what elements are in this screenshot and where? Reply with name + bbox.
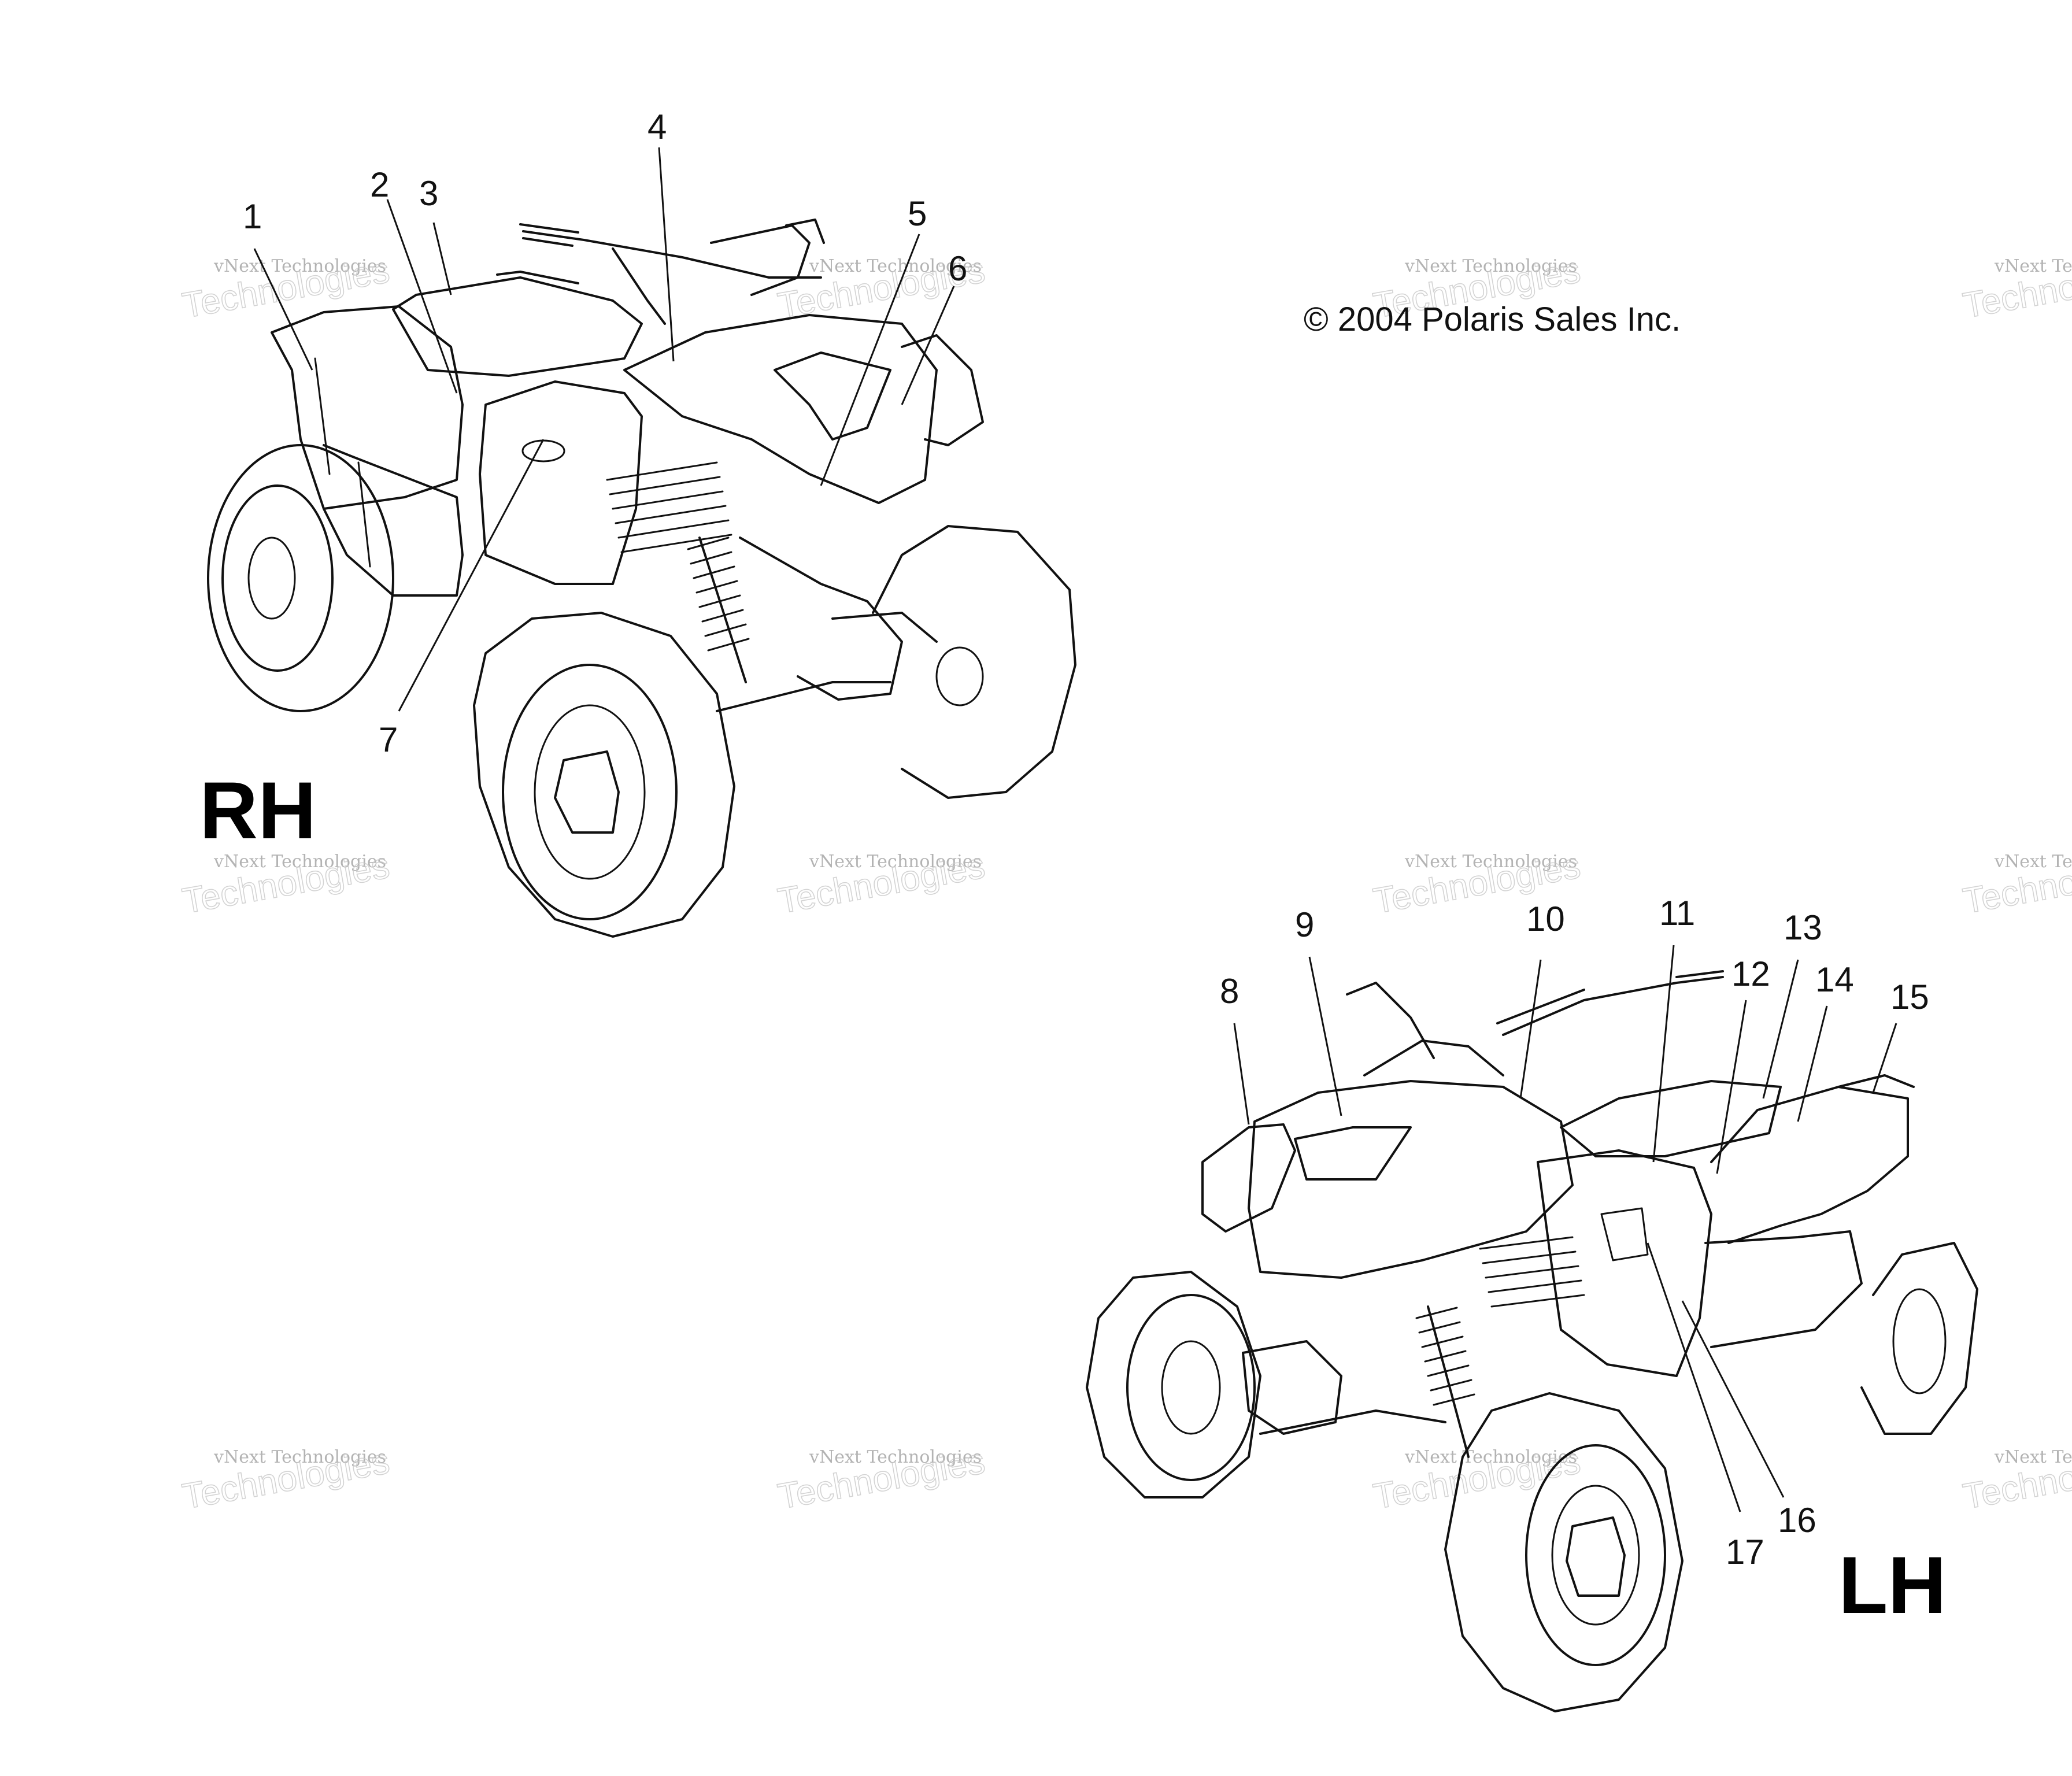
rh-view-label: RH [199,765,316,856]
atv-lh-illustration [1086,970,1978,1712]
watermark-text: vNext Technologies [809,1447,982,1467]
watermark: vNext Technologies Technologies [179,845,393,922]
watermark: vNext Technologies Technologies [1960,250,2072,326]
callout-10: 10 [1526,900,1565,938]
watermark-text: vNext Technologies [213,1447,386,1467]
callout-12: 12 [1731,954,1770,993]
leader-lines [253,147,1897,1512]
watermark: vNext Technologies Technologies [775,1441,989,1517]
callout-15: 15 [1890,978,1929,1016]
watermark-text: vNext Technologies [213,852,386,872]
callout-3: 3 [419,174,438,213]
callout-9: 9 [1295,905,1314,944]
callout-6: 6 [948,249,967,288]
callout-17: 17 [1726,1533,1764,1571]
watermark: vNext Technologies Technologies [1960,845,2072,922]
watermark-text: vNext Technologies [1994,1447,2072,1467]
watermark-text: vNext Technologies [1404,256,1577,276]
watermark: vNext Technologies Technologies [775,845,989,922]
watermark-layer: vNext Technologies Technologies vNext Te… [179,250,2072,1517]
watermark-text: vNext Technologies [1404,852,1577,872]
atv-rh-illustration [207,219,1076,938]
callout-4: 4 [648,108,667,146]
watermark-text: vNext Technologies [1994,256,2072,276]
copyright-text: © 2004 Polaris Sales Inc. [1304,301,1681,338]
watermark-text: vNext Technologies [1404,1447,1577,1467]
watermark-text: vNext Technologies [809,256,982,276]
watermark-text: vNext Technologies [1994,852,2072,872]
callout-13: 13 [1784,908,1822,947]
callout-7: 7 [379,720,398,759]
watermark-text: vNext Technologies [213,256,386,276]
lh-view-label: LH [1838,1540,1947,1630]
callout-1: 1 [243,197,262,236]
callouts: 1 2 3 4 5 6 7 8 9 10 11 12 13 14 15 16 1… [243,108,1929,1571]
watermark: vNext Technologies Technologies [179,1441,393,1517]
callout-5: 5 [908,194,927,233]
watermark: vNext Technologies Technologies [1370,1441,1584,1517]
callout-2: 2 [370,165,389,204]
callout-8: 8 [1220,972,1239,1011]
callout-14: 14 [1815,960,1854,999]
watermark: vNext Technologies Technologies [1960,1441,2072,1517]
callout-11: 11 [1659,894,1695,933]
watermark-text: vNext Technologies [809,852,982,872]
callout-16: 16 [1778,1501,1816,1540]
